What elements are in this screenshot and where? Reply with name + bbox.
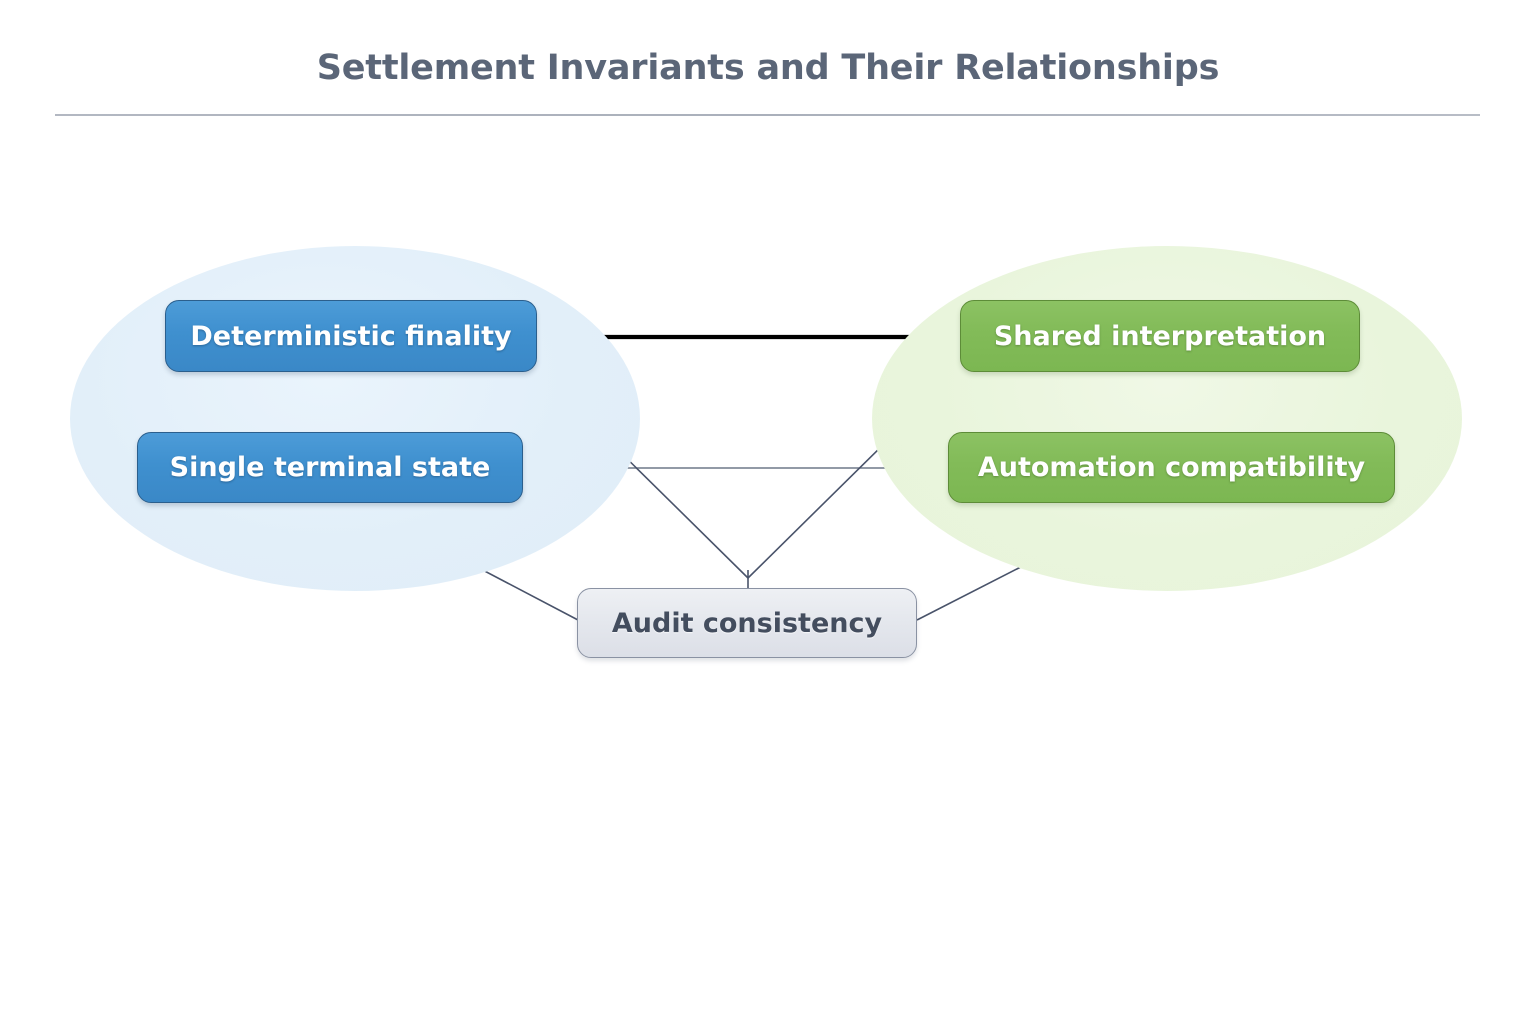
node-label: Automation compatibility [977, 452, 1366, 483]
node-label: Single terminal state [169, 452, 491, 483]
page-title: Settlement Invariants and Their Relation… [316, 48, 1220, 88]
cluster-left-group [70, 246, 640, 591]
node-label: Audit consistency [611, 607, 883, 639]
node-single-terminal-state[interactable]: Single terminal state [137, 432, 523, 503]
node-label: Shared interpretation [993, 320, 1327, 352]
node-shared-interpretation[interactable]: Shared interpretation [960, 300, 1360, 372]
node-deterministic-finality[interactable]: Deterministic finality [165, 300, 537, 372]
title-divider [55, 114, 1480, 116]
node-label: Deterministic finality [190, 320, 512, 352]
node-audit-consistency[interactable]: Audit consistency [577, 588, 917, 658]
node-automation-compatibility[interactable]: Automation compatibility [948, 432, 1395, 503]
cluster-right-group [872, 246, 1462, 591]
